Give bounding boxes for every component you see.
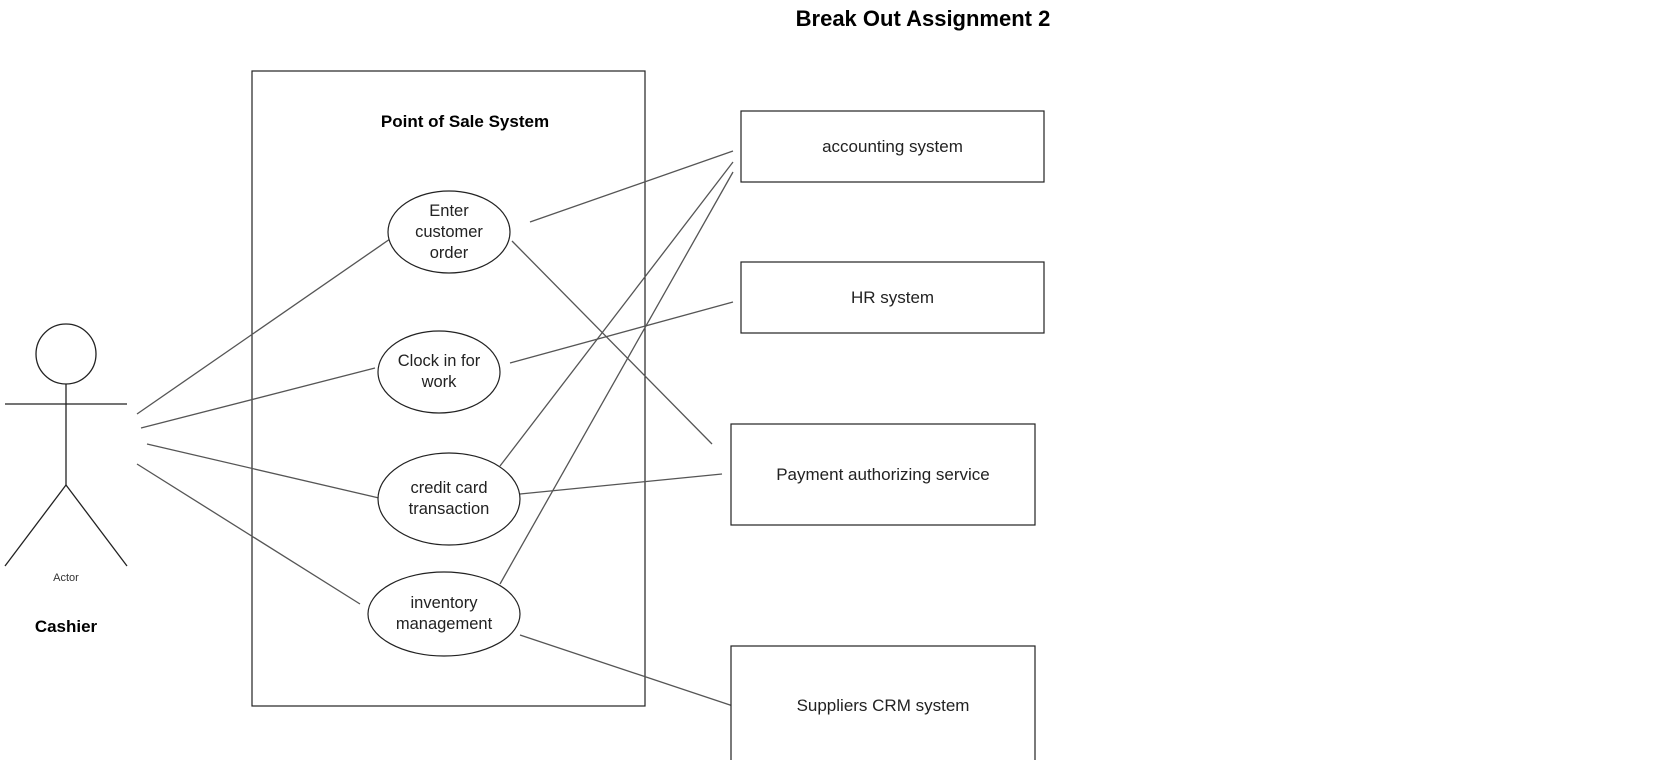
use-case-credit-card-label: credit card transaction xyxy=(389,468,509,530)
assoc-enter-customer-order-accounting xyxy=(529,150,734,223)
system-boundary-label: Point of Sale System xyxy=(380,112,550,131)
use-case-label-line: customer xyxy=(415,222,483,241)
assoc-credit-card-accounting xyxy=(499,161,734,467)
external-payment-box xyxy=(730,423,1036,526)
external-accounting-box xyxy=(740,110,1045,183)
external-payment-label: Payment authorizing service xyxy=(776,464,990,484)
use-case-enter-customer-order xyxy=(387,190,511,274)
external-crm-label: Suppliers CRM system xyxy=(796,696,970,715)
associations xyxy=(136,150,734,707)
assoc-actor-credit-card xyxy=(146,443,380,499)
actor-name-label: Cashier xyxy=(34,617,98,636)
actor-stereotype-label: Actor xyxy=(53,572,79,584)
use-case-clock-in-label: Clock in for work xyxy=(379,341,499,403)
use-case-label-line: work xyxy=(421,373,457,391)
use-case-label-line: transaction xyxy=(408,500,490,518)
external-hr-box xyxy=(740,261,1045,334)
assoc-actor-clock-in xyxy=(140,367,376,429)
assoc-enter-customer-order-payment xyxy=(511,240,713,445)
actor-right-leg xyxy=(65,484,128,567)
use-case-clock-in xyxy=(377,330,501,414)
diagram-title: Break Out Assignment 2 xyxy=(795,6,1051,31)
use-case-inventory-label: inventory management xyxy=(379,583,509,645)
external-crm-box xyxy=(730,645,1036,760)
external-hr-label: HR system xyxy=(850,287,935,307)
use-case-enter-customer-order-label: Enter customer order xyxy=(389,193,509,271)
use-case-label-line: order xyxy=(429,243,469,262)
assoc-actor-enter-customer-order xyxy=(136,238,391,415)
use-case-inventory xyxy=(367,571,521,657)
use-case-label-line: management xyxy=(395,615,493,633)
assoc-inventory-accounting xyxy=(499,171,734,585)
assoc-inventory-crm xyxy=(519,634,734,707)
system-boundary xyxy=(251,70,646,707)
use-case-credit-card xyxy=(377,452,521,546)
actor-figure xyxy=(4,323,128,567)
actor-head xyxy=(35,323,97,385)
use-case-label-line: inventory xyxy=(410,594,478,612)
use-case-label-line: Clock in for xyxy=(397,352,481,370)
assoc-clock-in-hr xyxy=(509,301,734,364)
use-case-label-line: credit card xyxy=(410,479,488,497)
external-accounting-label: accounting system xyxy=(822,136,963,156)
assoc-credit-card-payment xyxy=(519,473,723,495)
actor-left-leg xyxy=(4,484,67,567)
use-case-label-line: Enter xyxy=(429,201,469,220)
assoc-actor-inventory xyxy=(136,463,361,605)
